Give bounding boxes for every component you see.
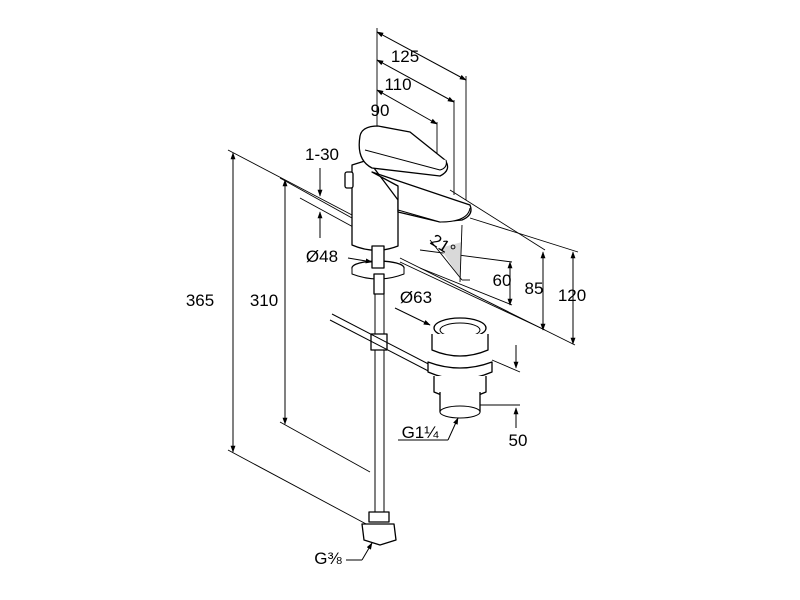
mounting-flange: [351, 245, 405, 295]
hose-nut: [361, 523, 397, 546]
label-365: 365: [186, 291, 214, 310]
dimension-365: [227, 149, 369, 526]
dimension-deck-thickness: [299, 168, 356, 238]
label-hose-thread: G⅜: [314, 549, 342, 568]
label-120: 120: [558, 286, 586, 305]
label-110: 110: [384, 75, 411, 94]
label-90: 90: [371, 101, 390, 120]
dimension-310: [279, 177, 371, 473]
leader-hose-thread-tip: [361, 542, 373, 561]
label-60: 60: [493, 271, 512, 290]
label-85: 85: [525, 279, 544, 298]
label-waste-diameter: Ø63: [400, 288, 432, 307]
label-125: 125: [391, 47, 419, 66]
label-deck-thickness: 1-30: [305, 145, 339, 164]
waste-drain: [427, 317, 521, 428]
spout-underside: [397, 207, 471, 223]
hose-tails: [361, 294, 397, 546]
label-310: 310: [250, 291, 278, 310]
waste-flange: [431, 334, 489, 357]
pop-up-knob: [344, 171, 354, 189]
label-base-diameter: Ø48: [306, 247, 338, 266]
dimension-110: [376, 59, 455, 195]
label-waste-thread: G1¼: [402, 423, 440, 442]
leader-base-diameter: [347, 257, 373, 264]
lever-edge: [364, 149, 447, 171]
dimension-height-lines: [399, 189, 579, 346]
leader-waste-thread-tip: [447, 417, 459, 441]
spout-angle-wedge: [429, 224, 470, 283]
leader-waste-diameter: [394, 307, 431, 326]
label-50: 50: [509, 431, 528, 450]
pop-up-rod: [329, 313, 441, 377]
mixer-tap: [344, 125, 472, 251]
